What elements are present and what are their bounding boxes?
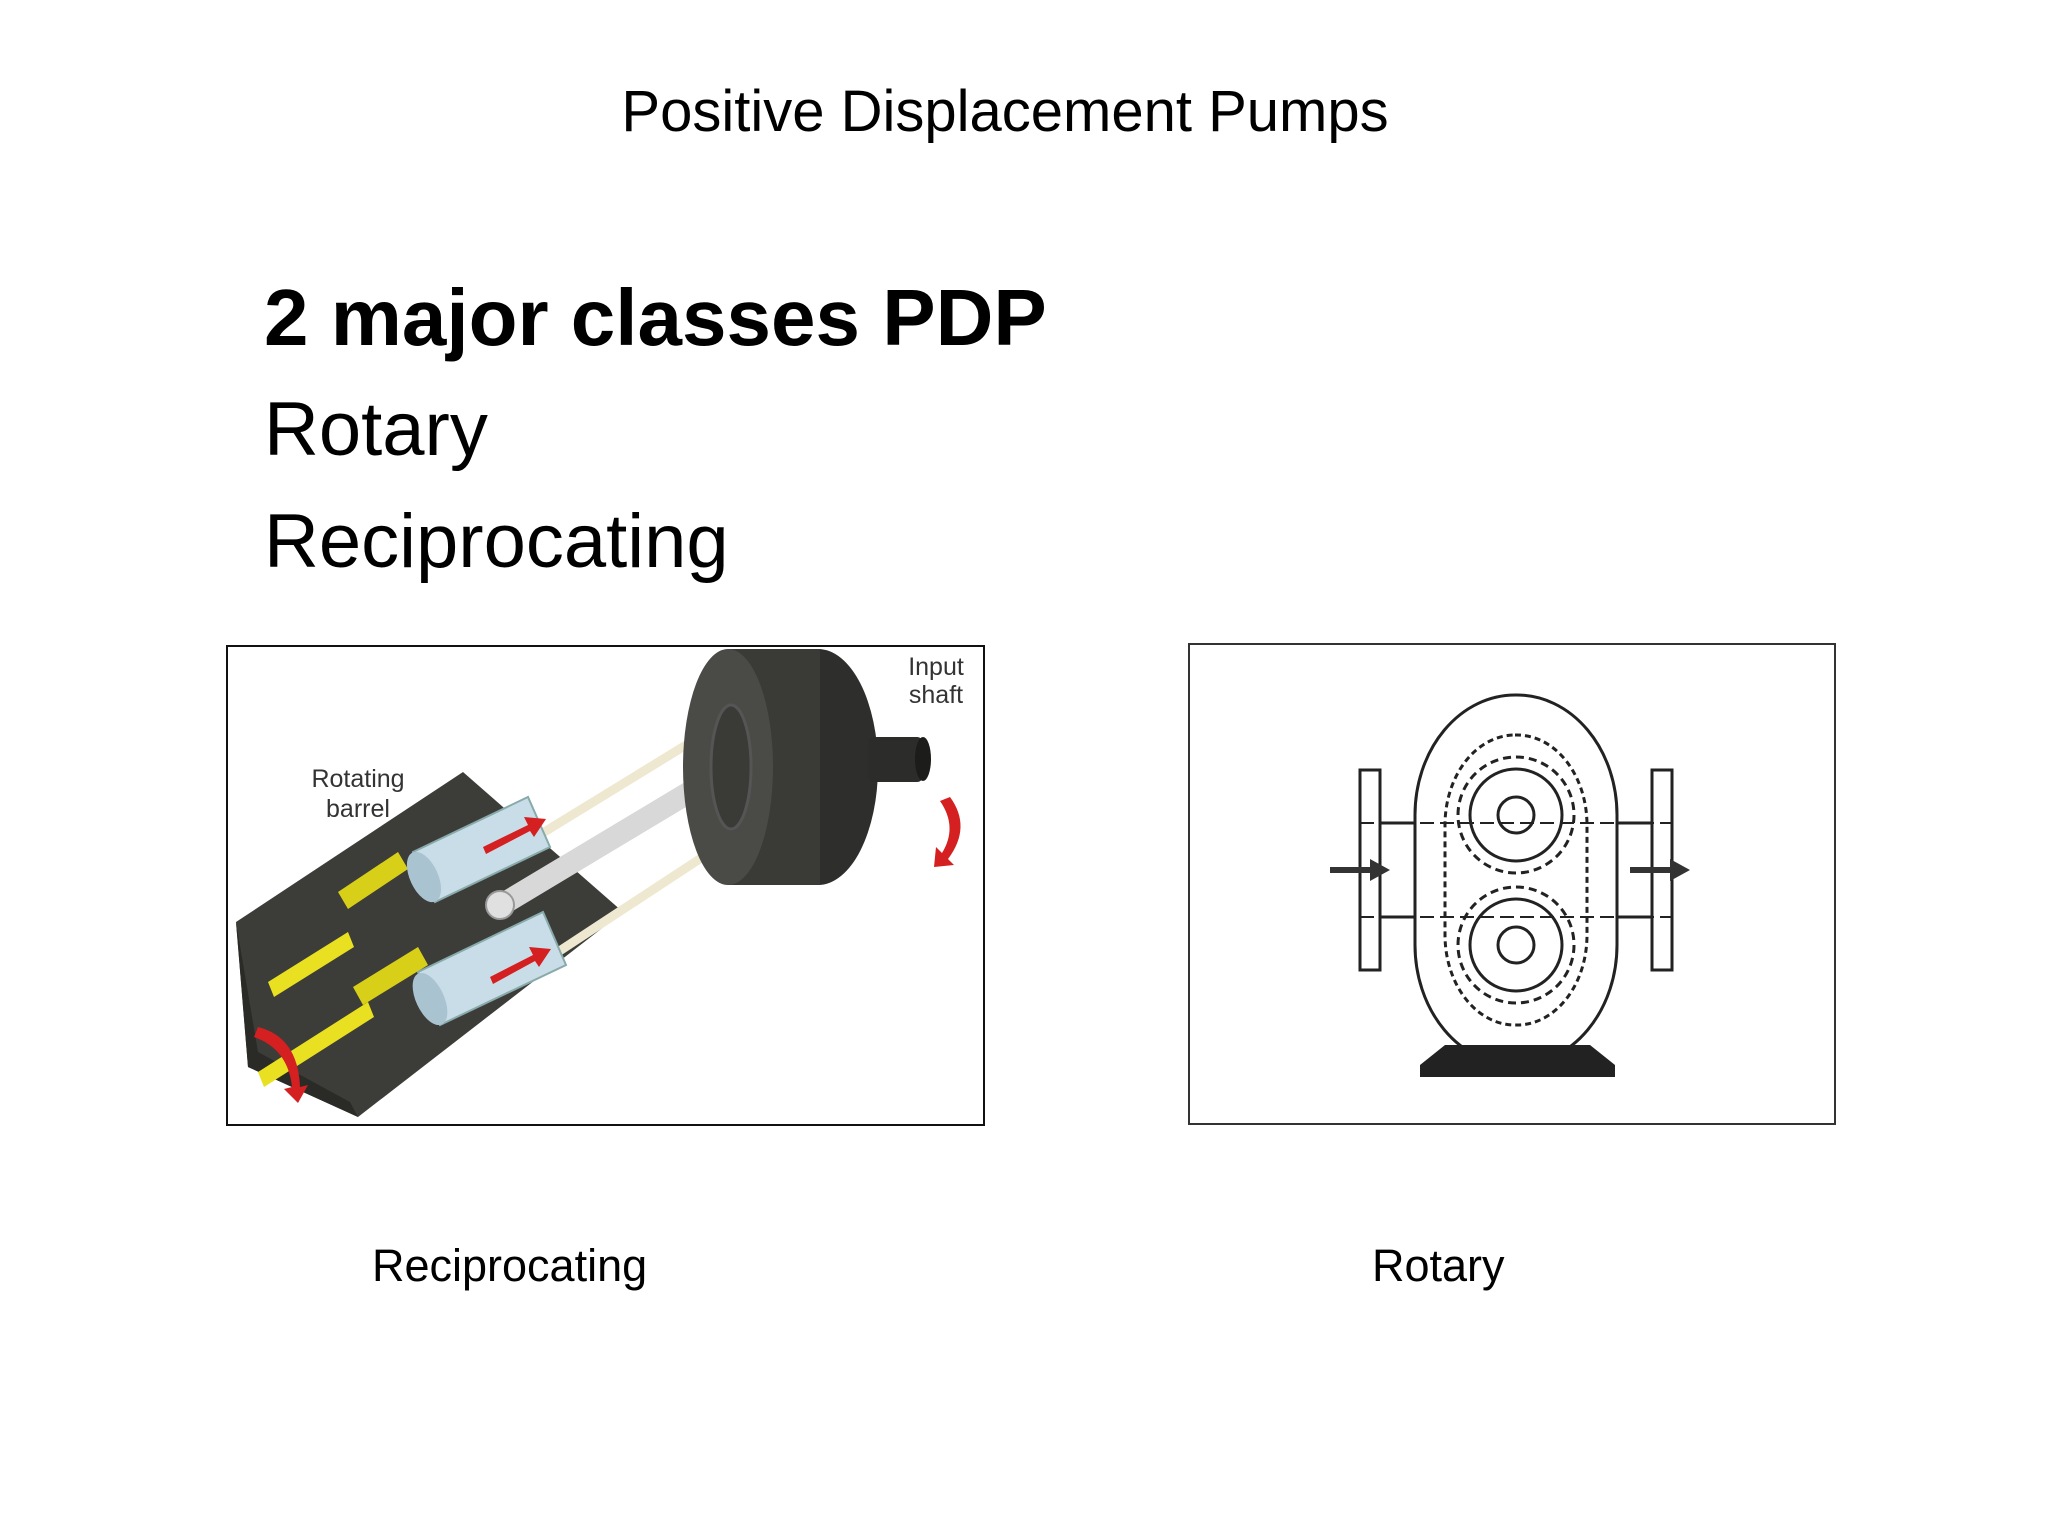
- input-shaft-label-line1: Input: [908, 653, 964, 681]
- bullet-list: 2 major classes PDP Rotary Reciprocating: [264, 262, 1047, 598]
- reciprocating-pump-figure: Input shaft Rotating barrel: [226, 645, 985, 1126]
- rotary-pump-figure: [1188, 643, 1836, 1125]
- barrel-rotation-icon: [254, 1027, 308, 1103]
- arrow-lower-icon: [490, 947, 551, 984]
- bullet-item-reciprocating: Reciprocating: [264, 499, 729, 584]
- pump-base: [1420, 1045, 1615, 1077]
- upper-gear-icon: [1456, 755, 1576, 875]
- bullet-heading: 2 major classes PDP: [264, 273, 1047, 362]
- slide-title: Positive Displacement Pumps: [621, 79, 1389, 144]
- red-arrow-icons: [254, 797, 961, 1103]
- drive-plate: [683, 649, 878, 885]
- gear-chamber: [1443, 733, 1589, 1027]
- lower-gear-icon: [1456, 885, 1576, 1005]
- port-upper: [268, 932, 354, 997]
- arrow-upper-icon: [483, 817, 546, 854]
- gear-pump-illustration: [1330, 693, 1690, 1077]
- rotating-barrel-label-line2: barrel: [326, 795, 390, 823]
- caption-rotary: Rotary: [1372, 1240, 1505, 1291]
- flow-arrow-icons: [1330, 859, 1690, 881]
- input-shaft: [868, 737, 923, 782]
- bullet-item-rotary: Rotary: [264, 387, 488, 472]
- inlet-arrow-icon: [1330, 867, 1370, 873]
- caption-reciprocating: Reciprocating: [372, 1240, 648, 1291]
- outlet-arrow-icon: [1630, 867, 1670, 873]
- reciprocating-pump-illustration: Input shaft Rotating barrel: [236, 649, 964, 1117]
- upper-cylinder: [406, 795, 552, 904]
- rotating-barrel-label-line1: Rotating: [311, 765, 404, 793]
- lower-cylinder: [412, 910, 568, 1027]
- shaft-rotation-icon: [934, 797, 961, 867]
- input-shaft-label-line2: shaft: [909, 681, 963, 709]
